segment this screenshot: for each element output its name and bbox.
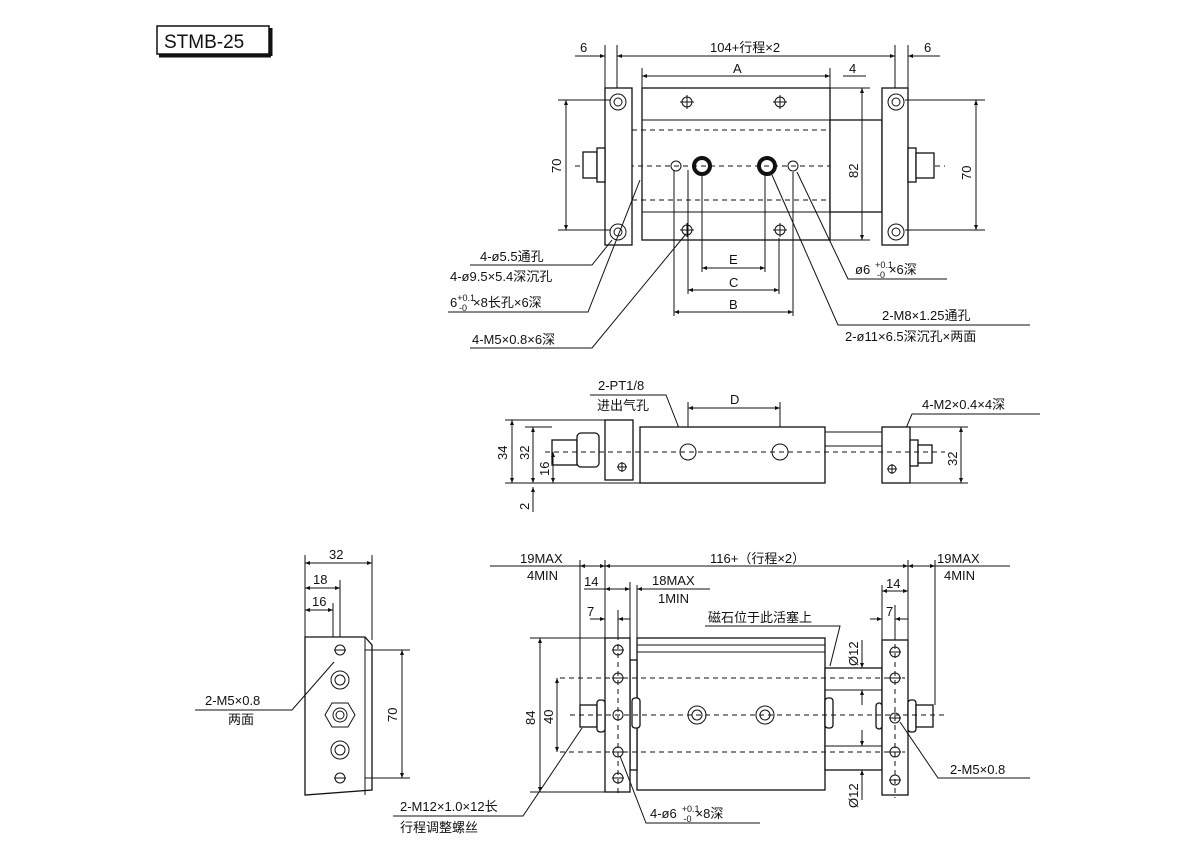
dim-16: 16 bbox=[537, 462, 552, 476]
dim-4: 4 bbox=[849, 61, 856, 76]
magnet-note: 磁石位于此活塞上 bbox=[708, 610, 812, 625]
air-port-icon bbox=[771, 443, 789, 461]
dim-70-right: 70 bbox=[959, 166, 974, 180]
m2-hole-icon bbox=[617, 462, 627, 472]
dim-d: D bbox=[730, 392, 739, 407]
m8-hole-icon bbox=[692, 156, 712, 176]
dim-c: C bbox=[729, 275, 738, 290]
dim-e: E bbox=[729, 252, 738, 267]
note-pin: 4-ø6+0.1-0×8深 bbox=[650, 804, 723, 824]
note-m12-desc: 行程调整螺丝 bbox=[400, 820, 478, 835]
dim-40: 40 bbox=[541, 710, 556, 724]
note-m5: 2-M5×0.8 bbox=[205, 693, 260, 708]
counterbore-hole-icon bbox=[609, 93, 905, 241]
port-label: 2-PT1/8 bbox=[598, 378, 644, 393]
dim-14-left: 14 bbox=[584, 574, 598, 589]
dim-70-left: 70 bbox=[549, 159, 564, 173]
dim-a: A bbox=[733, 61, 742, 76]
dim-7-right: 7 bbox=[886, 604, 893, 619]
left-max: 19MAX bbox=[520, 551, 563, 566]
dim-84: 84 bbox=[523, 711, 538, 725]
dim-70: 70 bbox=[385, 708, 400, 722]
right-max: 19MAX bbox=[937, 551, 980, 566]
m2-hole-icon bbox=[887, 464, 897, 474]
bottom-view: 19MAX 4MIN 116+（行程×2） 19MAX 4MIN 14 18MA… bbox=[393, 551, 1030, 835]
model-title: STMB-25 bbox=[164, 32, 244, 53]
dim-82: 82 bbox=[846, 164, 861, 178]
counterbore-hole-icon bbox=[687, 705, 775, 725]
tapped-hole-icon bbox=[334, 644, 346, 656]
air-port-icon bbox=[679, 443, 697, 461]
note-slot: 6+0.1-0×8长孔×6深 bbox=[450, 293, 542, 313]
model-title-box: STMB-25 bbox=[156, 25, 273, 58]
dim-16: 16 bbox=[312, 594, 326, 609]
dim-total-length: 104+行程×2 bbox=[710, 40, 780, 55]
tapped-hole-icon bbox=[612, 644, 901, 786]
inner-max: 18MAX bbox=[652, 573, 695, 588]
dim-18: 18 bbox=[313, 572, 327, 587]
dim-14-right: 14 bbox=[886, 576, 900, 591]
port-hole-icon bbox=[330, 740, 350, 760]
right-end-plate bbox=[881, 87, 909, 246]
note-m8: 2-M8×1.25通孔 bbox=[882, 308, 971, 323]
note-through-hole: 4-ø5.5通孔 bbox=[480, 249, 544, 264]
port-desc: 进出气孔 bbox=[597, 398, 649, 413]
port-hole-icon bbox=[330, 670, 350, 690]
inner-min: 1MIN bbox=[658, 591, 689, 606]
tapped-hole-icon bbox=[334, 772, 346, 784]
dia12-bottom: Ø12 bbox=[846, 783, 861, 808]
note-pin: ø6+0.1-0×6深 bbox=[855, 260, 917, 280]
dim-32: 32 bbox=[329, 547, 343, 562]
m8-hole-icon bbox=[757, 156, 777, 176]
left-min: 4MIN bbox=[527, 568, 558, 583]
dim-32-left: 32 bbox=[517, 446, 532, 460]
dia12-top: Ø12 bbox=[846, 641, 861, 666]
slot-hole-icon bbox=[670, 160, 682, 172]
note-m8-counterbore: 2-ø11×6.5深沉孔×两面 bbox=[845, 329, 976, 344]
note-both-sides: 两面 bbox=[228, 712, 254, 727]
end-view: 32 18 16 70 2-M5×0.8 两面 bbox=[195, 547, 410, 796]
note-m2: 4-M2×0.4×4深 bbox=[922, 397, 1005, 412]
note-counterbore: 4-ø9.5×5.4深沉孔 bbox=[450, 269, 552, 284]
left-end-plate bbox=[604, 87, 633, 246]
dim-6-right: 6 bbox=[924, 40, 931, 55]
pin-hole-icon bbox=[787, 160, 799, 172]
dim-6-left: 6 bbox=[580, 40, 587, 55]
dim-7-left: 7 bbox=[587, 604, 594, 619]
top-view: 6 104+行程×2 6 A 4 bbox=[448, 40, 1030, 349]
note-m5: 2-M5×0.8 bbox=[950, 762, 1005, 777]
dim-b: B bbox=[729, 297, 738, 312]
dim-32-right: 32 bbox=[945, 452, 960, 466]
note-m12: 2-M12×1.0×12长 bbox=[400, 799, 498, 814]
side-view: 2-PT1/8 进出气孔 D 4-M2×0.4×4深 34 32 16 bbox=[495, 378, 1040, 512]
dim-2: 2 bbox=[517, 503, 532, 510]
note-m5: 4-M5×0.8×6深 bbox=[472, 332, 555, 347]
right-min: 4MIN bbox=[944, 568, 975, 583]
tapped-hole-icon bbox=[680, 95, 787, 237]
dim-total-length: 116+（行程×2） bbox=[710, 551, 805, 566]
dim-34: 34 bbox=[495, 446, 510, 460]
hex-nut-icon bbox=[324, 702, 356, 728]
